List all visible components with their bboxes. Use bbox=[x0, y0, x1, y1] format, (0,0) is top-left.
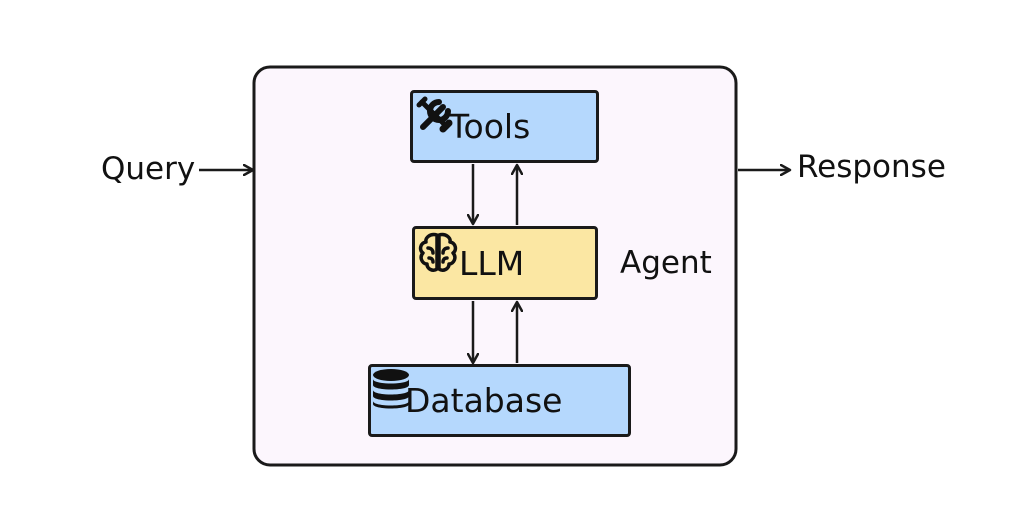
tools-label: Tools bbox=[449, 107, 531, 146]
query-label: Query bbox=[101, 151, 196, 187]
tools-box: Tools bbox=[410, 90, 599, 163]
llm-label: LLM bbox=[459, 243, 525, 283]
database-box: Database bbox=[368, 364, 631, 437]
agent-label: Agent bbox=[620, 245, 712, 281]
database-label: Database bbox=[405, 381, 563, 420]
llm-box: LLM bbox=[412, 226, 598, 300]
response-label: Response bbox=[797, 149, 946, 185]
